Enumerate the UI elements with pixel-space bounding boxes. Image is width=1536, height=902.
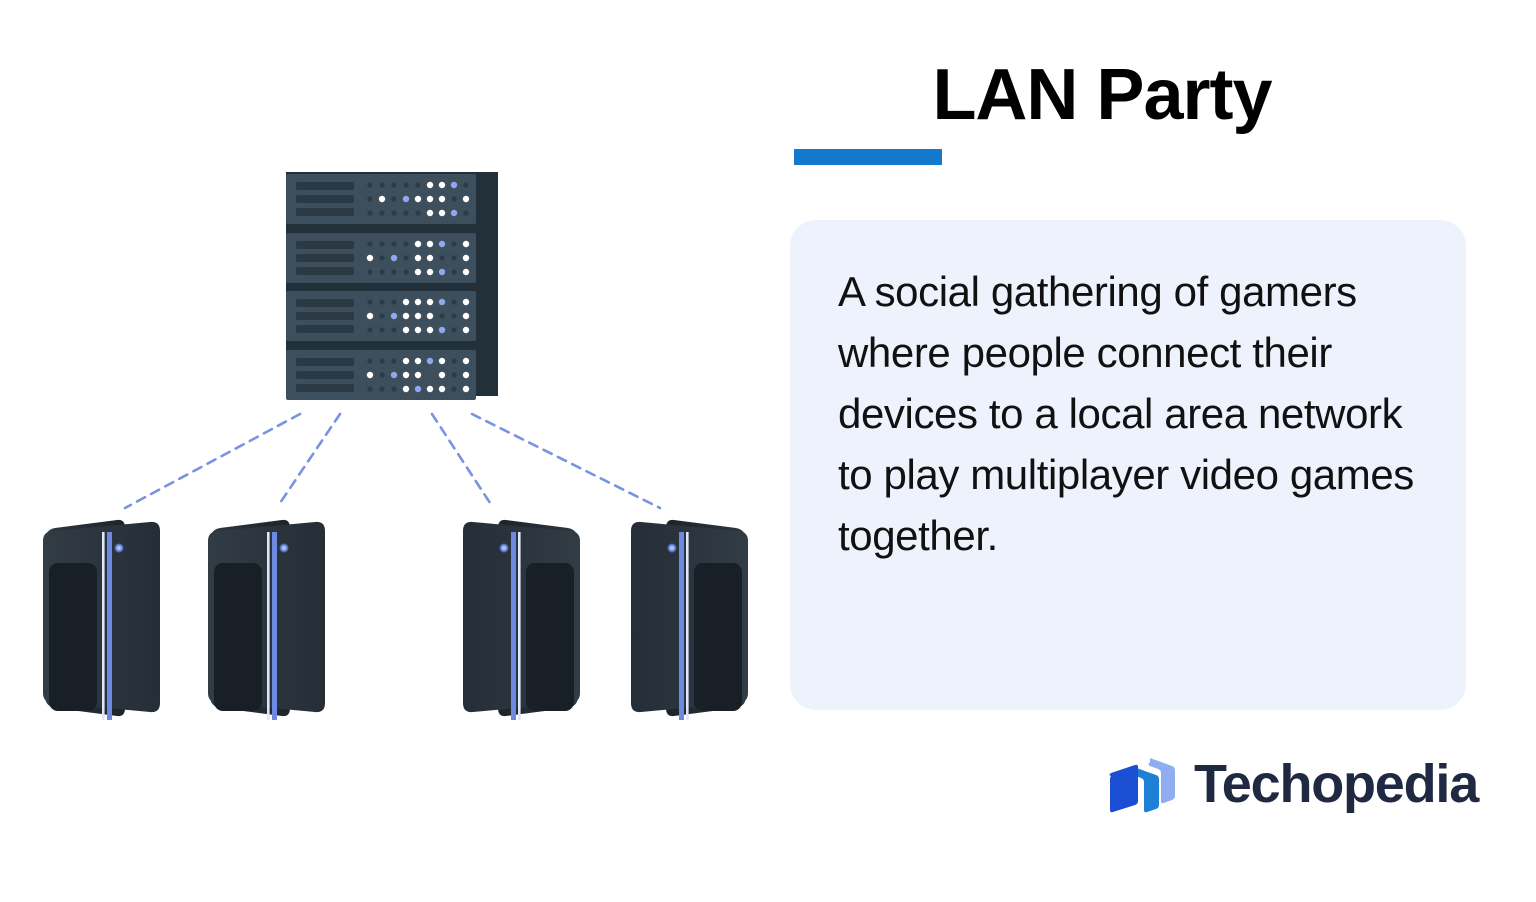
rack-unit-3 — [286, 291, 476, 341]
desktop-tower-icon-2 — [208, 519, 325, 720]
content-column: LAN Party A social gathering of gamers w… — [788, 0, 1536, 902]
desktop-tower-icon-3 — [463, 519, 580, 720]
server-rack-icon — [286, 172, 498, 400]
title-block: LAN Party — [792, 58, 1492, 165]
title-accent-rule — [794, 148, 942, 165]
connection-line-1 — [123, 412, 302, 510]
desktop-tower-icon-4 — [631, 519, 748, 720]
connection-lines — [123, 412, 662, 510]
network-diagram — [43, 172, 748, 720]
lan-party-illustration — [43, 172, 748, 720]
definition-text: A social gathering of gamers where peopl… — [838, 268, 1414, 559]
techopedia-logo-mark-icon — [1109, 758, 1175, 813]
connection-line-2 — [276, 412, 342, 508]
rack-unit-4 — [286, 350, 476, 400]
rack-unit-2 — [286, 233, 476, 283]
page-title: LAN Party — [932, 55, 1272, 135]
techopedia-logo[interactable]: Techopedia — [1106, 752, 1479, 816]
rack-unit-1 — [286, 174, 476, 224]
definition-card: A social gathering of gamers where peopl… — [790, 220, 1466, 710]
connection-line-3 — [430, 412, 494, 508]
desktop-tower-icon-1 — [43, 519, 160, 720]
techopedia-wordmark: Techopedia — [1194, 754, 1479, 814]
connection-line-4 — [470, 412, 662, 510]
